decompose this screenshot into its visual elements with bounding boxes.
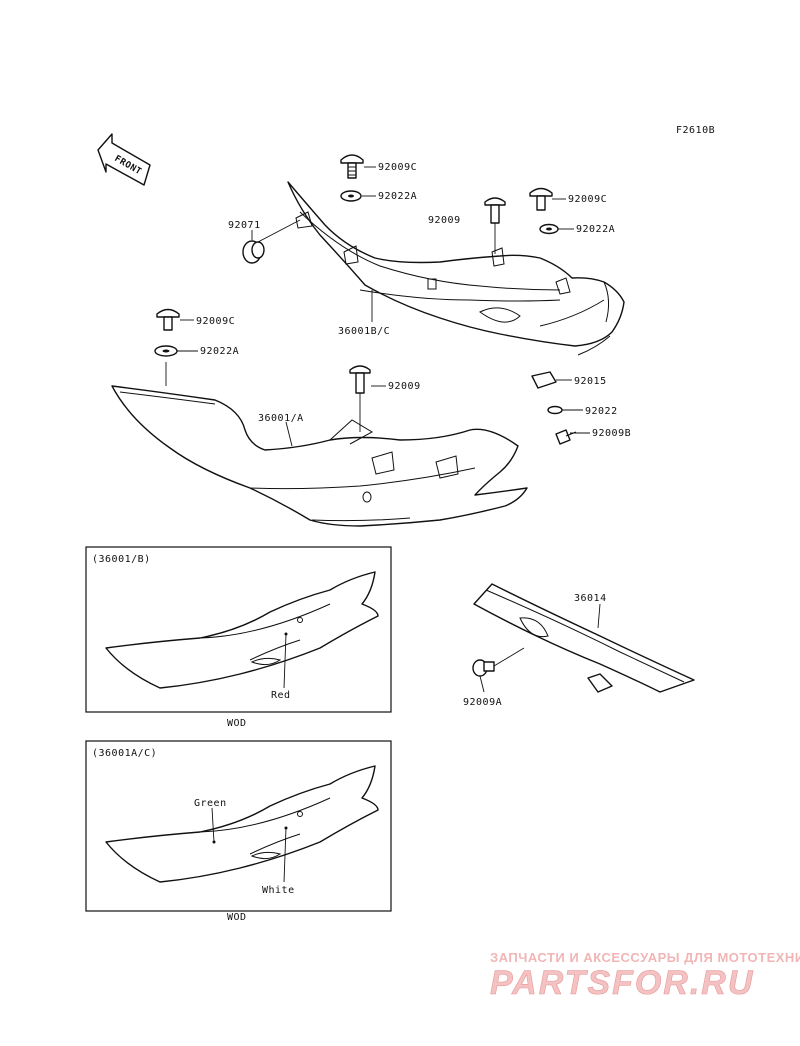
screw-92009b bbox=[555, 429, 577, 445]
callout-92022: 92022 bbox=[585, 406, 618, 417]
bolt-92009-lower bbox=[349, 365, 371, 394]
callout-92009c-top: 92009C bbox=[378, 162, 417, 173]
callout-36001bc: 36001B/C bbox=[338, 326, 390, 337]
callout-36014: 36014 bbox=[574, 593, 607, 604]
inset2-footer: WOD bbox=[227, 912, 247, 923]
callout-92009b: 92009B bbox=[592, 428, 631, 439]
inset-36001ac: (36001A/C) Green White WOD bbox=[85, 740, 392, 923]
inset1-color-label: Red bbox=[271, 690, 291, 701]
callout-92071: 92071 bbox=[228, 220, 261, 231]
washer-92022a-right bbox=[539, 223, 559, 235]
washer-92022 bbox=[547, 405, 563, 415]
bolt-92009c-left bbox=[156, 308, 180, 331]
inset2-color-label-2: White bbox=[262, 885, 295, 896]
inset2-color-label-1: Green bbox=[194, 798, 227, 809]
bolt-92009c-top bbox=[340, 154, 364, 179]
watermark-brand: PARTSFOR.RU bbox=[490, 964, 754, 1002]
clip-92015 bbox=[531, 371, 557, 389]
callout-92015: 92015 bbox=[574, 376, 607, 387]
callout-92022a-top: 92022A bbox=[378, 191, 417, 202]
watermark-tagline: ЗАПЧАСТИ И АКСЕССУАРЫ ДЛЯ МОТОТЕХНИКИ bbox=[490, 950, 800, 965]
leader-lines bbox=[165, 166, 590, 447]
front-arrow-icon: FRONT bbox=[97, 133, 151, 186]
guard-36014: 36014 bbox=[473, 583, 695, 693]
callout-92022a-left: 92022A bbox=[200, 346, 239, 357]
watermark: ЗАПЧАСТИ И АКСЕССУАРЫ ДЛЯ МОТОТЕХНИКИ PA… bbox=[490, 950, 800, 1002]
callout-92022a-right: 92022A bbox=[576, 224, 615, 235]
grommet-92071 bbox=[242, 240, 265, 264]
inset2-title: (36001A/C) bbox=[92, 748, 157, 759]
inset1-footer: WOD bbox=[227, 718, 247, 729]
callout-92009c-right: 92009C bbox=[568, 194, 607, 205]
upper-tail-cover bbox=[287, 181, 625, 356]
bolt-92009c-right bbox=[529, 187, 553, 211]
washer-92022a-top bbox=[340, 190, 362, 202]
lower-tail-cover bbox=[111, 385, 528, 527]
callout-92009-lower: 92009 bbox=[388, 381, 421, 392]
callout-92009a: 92009A bbox=[463, 697, 502, 708]
callout-labels: 92009C 92022A 92071 92009 92009C 92022A … bbox=[196, 162, 631, 439]
callout-92009c-left: 92009C bbox=[196, 316, 235, 327]
bolt-92009-mid bbox=[484, 197, 506, 224]
inset-36001b: (36001/B) Red WOD bbox=[85, 546, 392, 729]
screw-92009a: 92009A bbox=[463, 647, 525, 708]
inset1-title: (36001/B) bbox=[92, 554, 151, 565]
figure-code: F2610B bbox=[676, 125, 715, 136]
washer-92022a-left bbox=[154, 345, 178, 357]
callout-36001a: 36001/A bbox=[258, 413, 304, 424]
callout-92009-mid: 92009 bbox=[428, 215, 461, 226]
